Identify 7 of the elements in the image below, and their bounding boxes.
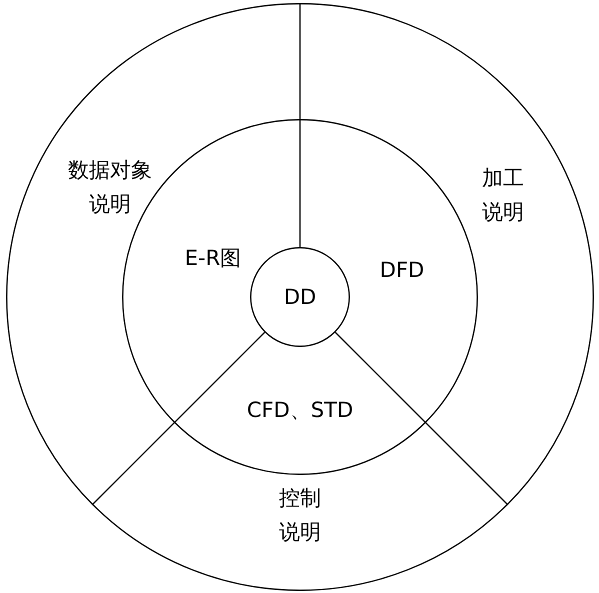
sector-label: 数据对象说明: [67, 157, 153, 218]
sector-label: DFD: [380, 257, 424, 284]
circle-label: DD: [284, 285, 316, 309]
sector-label: CFD、STD: [246, 397, 354, 424]
sector-label: E-R图: [184, 245, 242, 272]
sector-label: 加工说明: [481, 165, 525, 226]
sector-label: 控制说明: [278, 485, 322, 546]
